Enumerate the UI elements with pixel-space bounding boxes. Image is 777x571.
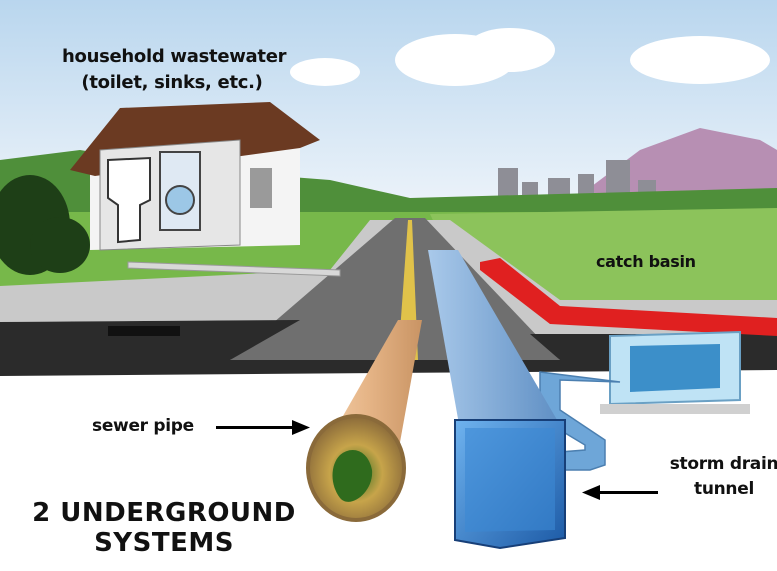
house: [70, 102, 320, 251]
storm-drain-arrow: [582, 485, 658, 500]
catch-basin-curb: [480, 258, 777, 336]
sidewalk-left: [0, 220, 395, 322]
sewage: [332, 450, 373, 502]
catch-basin-label: catch basin: [596, 252, 696, 271]
storm-drain-line2: tunnel: [694, 479, 754, 499]
storm-drain-tunnel: [428, 250, 560, 430]
sewer-pipe-arrow: [216, 420, 310, 435]
house-lateral-pipe: [127, 261, 341, 277]
toilet-icon: [107, 156, 151, 244]
household-wastewater-label: household wastewater (toilet, sinks, etc…: [62, 44, 287, 96]
storm-drain-tunnel-label: storm drain tunnel: [664, 452, 777, 502]
household-wastewater-line1: household wastewater: [62, 46, 287, 67]
household-wastewater-line2: (toilet, sinks, etc.): [81, 72, 263, 93]
storm-grate: [108, 326, 180, 336]
diagram-title-line1: 2 UNDERGROUND: [32, 498, 296, 528]
catch-basin-box: [600, 330, 750, 414]
diagram-title: 2 UNDERGROUND SYSTEMS: [14, 498, 314, 558]
sewer-pipe-label: sewer pipe: [92, 416, 194, 436]
diagram-title-line2: SYSTEMS: [94, 528, 234, 558]
storm-drain-line1: storm drain: [669, 454, 777, 474]
sidewalk-right: [425, 220, 777, 334]
bushes: [0, 175, 90, 275]
clouds: [290, 28, 770, 86]
earth-cross-section: [0, 320, 777, 380]
